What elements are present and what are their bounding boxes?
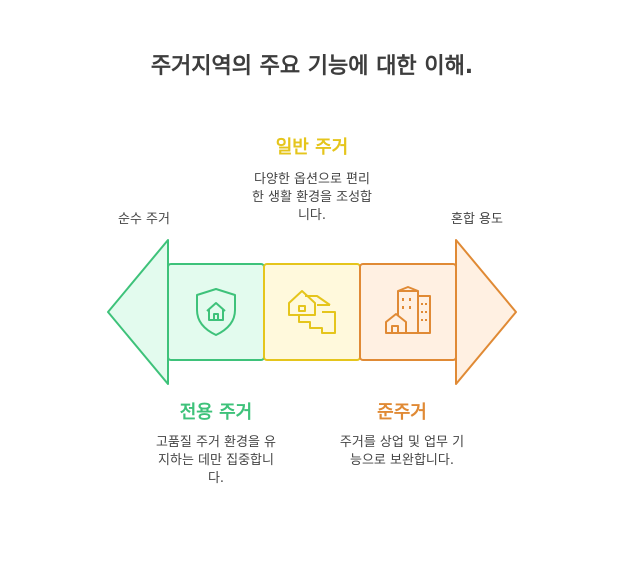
desc-exclusive: 고품질 주거 환경을 유 지하는 데만 집중합니 다. <box>136 434 296 488</box>
segment-general <box>263 263 361 361</box>
desc-general-line-1: 다양한 옵션으로 편리 <box>254 172 370 187</box>
heading-exclusive: 전용 주거 <box>179 402 253 423</box>
right-arrow-head <box>455 239 517 385</box>
home-shield-icon <box>196 288 236 336</box>
desc-semi-line-2: 능으로 보완합니다. <box>350 453 454 468</box>
desc-exclusive-line-3: 다. <box>207 471 225 486</box>
left-end-label: 순수 주거 <box>118 212 170 227</box>
page-title: 주거지역의 주요 기능에 대한 이해. <box>150 54 474 79</box>
desc-general-line-3: 니다. <box>297 208 327 223</box>
heading-semi: 준주거 <box>377 402 427 423</box>
desc-general-line-2: 한 생활 환경을 조성합 <box>251 190 373 205</box>
heading-general: 일반 주거 <box>275 137 349 158</box>
house-stairs-icon <box>288 290 336 334</box>
desc-exclusive-line-2: 지하는 데만 집중합니 <box>158 453 274 468</box>
desc-exclusive-line-1: 고품질 주거 환경을 유 <box>155 435 277 450</box>
segment-semi <box>359 263 457 361</box>
house-building-icon <box>385 286 431 334</box>
left-arrow-head <box>107 239 169 385</box>
desc-general: 다양한 옵션으로 편리 한 생활 환경을 조성합 니다. <box>232 171 392 225</box>
desc-semi: 주거를 상업 및 업무 기 능으로 보완합니다. <box>322 434 482 470</box>
segment-exclusive <box>167 263 265 361</box>
right-end-label: 혼합 용도 <box>451 212 503 227</box>
desc-semi-line-1: 주거를 상업 및 업무 기 <box>339 435 465 450</box>
